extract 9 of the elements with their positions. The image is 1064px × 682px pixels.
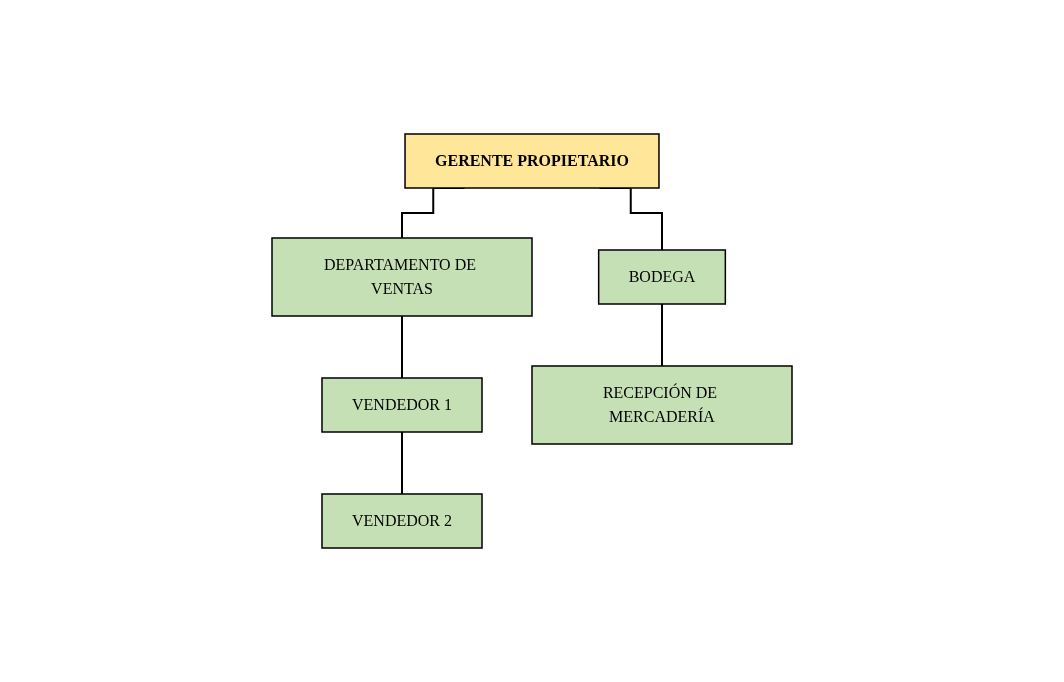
connector	[401, 315, 403, 379]
node-box: VENDEDOR 1	[321, 377, 483, 433]
node-box: RECEPCIÓN DE MERCADERÍA	[531, 365, 793, 445]
node-box: BODEGA	[597, 249, 727, 305]
connector	[401, 431, 403, 495]
node-box: DEPARTAMENTO DE VENTAS	[271, 237, 533, 317]
node-box: GERENTE PROPIETARIO	[404, 133, 660, 189]
connector	[661, 303, 663, 367]
node-box: VENDEDOR 2	[321, 493, 483, 549]
